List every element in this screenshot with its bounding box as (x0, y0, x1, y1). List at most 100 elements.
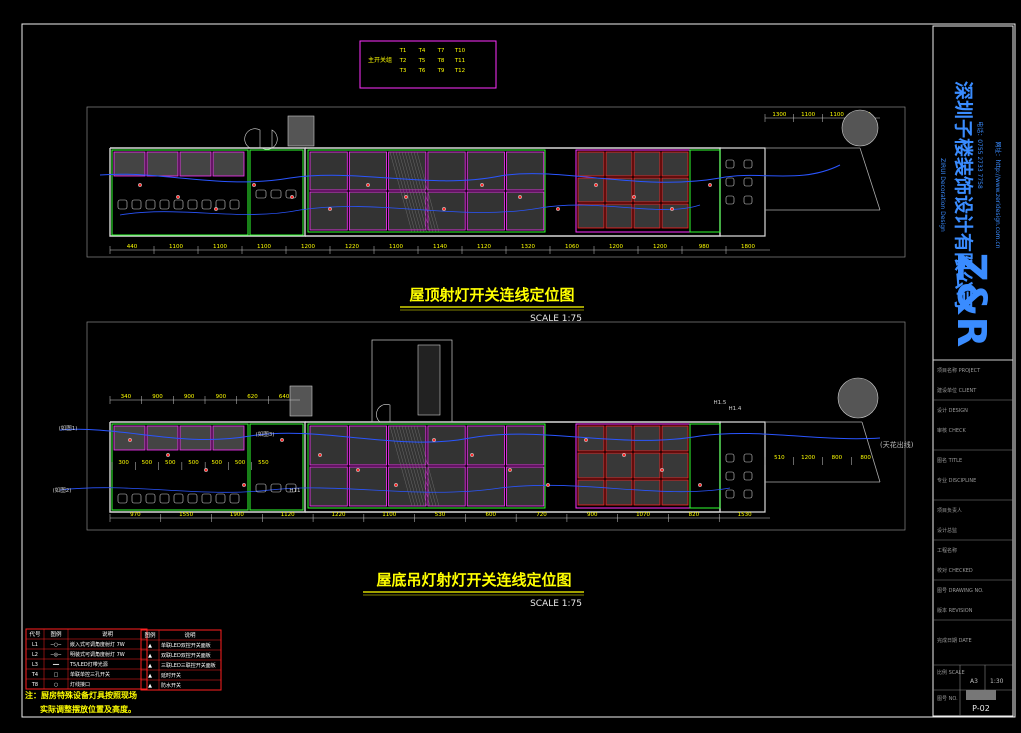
plan2-annotations: H1.5H1.4(如图1)(如图2)(如图3)H11 (53, 400, 742, 494)
lamp-marker (394, 483, 398, 487)
shaft-hatch (416, 425, 440, 507)
ceiling-panel (577, 151, 605, 177)
legend-cell: 双联LED双控开关面板 (161, 652, 211, 659)
dim-label: 1530 (738, 512, 752, 518)
switch-key-cell: T9 (437, 68, 445, 74)
lamp-marker (660, 468, 664, 472)
chair (201, 493, 212, 504)
dim-label: 900 (587, 512, 598, 518)
lamp-marker (366, 183, 370, 187)
shaft-hatch (401, 425, 425, 507)
shaft-hatch (407, 425, 431, 507)
lamp-marker (290, 195, 294, 199)
ceiling-panel (348, 466, 387, 507)
ceiling-panel (113, 151, 146, 177)
chair (725, 177, 735, 187)
svg-text:审核 CHECK: 审核 CHECK (937, 427, 966, 434)
dim-label: 530 (435, 512, 446, 518)
dim-label: 1140 (433, 244, 447, 250)
legend-cell: ─○─ (50, 642, 62, 648)
chair (743, 489, 753, 499)
svg-text:专业 DISCIPLINE: 专业 DISCIPLINE (937, 477, 976, 484)
switch-key-cell: T11 (454, 58, 465, 64)
ceiling-panel (605, 151, 633, 177)
svg-text:图号 NO.: 图号 NO. (937, 696, 958, 702)
shaft-hatch (398, 151, 422, 233)
chair (270, 189, 282, 199)
chair (131, 493, 142, 504)
legend-table-right: 图例说明▲单联LED双控开关面板▲双联LED双控开关面板▲三联LED三联控开关面… (140, 629, 222, 691)
shaft-hatch (416, 151, 440, 233)
chair (743, 453, 753, 463)
lamp-marker (584, 438, 588, 442)
dim-label: 820 (689, 512, 700, 518)
dim-label: 1220 (331, 512, 345, 518)
ceiling-panel (179, 425, 212, 451)
switch-key-cell: T1 (399, 48, 407, 54)
shaft-hatch (395, 425, 419, 507)
lamp-marker (318, 453, 322, 457)
legend-header: 说明 (184, 631, 196, 639)
switch-key-box (359, 40, 497, 89)
legend-cell: T5/LED灯带光源 (69, 661, 108, 668)
plan2-annotation: (如图2) (53, 486, 72, 494)
lamp-marker (698, 483, 702, 487)
chair (187, 199, 198, 210)
lamp-marker (508, 468, 512, 472)
shaft-hatch (410, 151, 434, 233)
ceiling-panel (661, 452, 689, 479)
dim-label: 800 (860, 455, 871, 461)
shaft-hatch (413, 151, 437, 233)
dim-label: 1300 (772, 112, 786, 118)
plan1-frame (86, 106, 906, 258)
legend-cell: ▲ (148, 643, 152, 649)
legend-cell: 单联LED双控开关面板 (161, 642, 211, 649)
svg-text:设计 DESIGN: 设计 DESIGN (937, 407, 968, 414)
lamp-marker (708, 183, 712, 187)
plan2-annotation: H1.5 (714, 400, 727, 406)
chair (145, 493, 156, 504)
svg-text:设计总监: 设计总监 (937, 527, 957, 534)
chair (173, 199, 184, 210)
ceiling-panel (633, 479, 661, 506)
company-name-cn: 深圳子楼装饰设计有限公司 (952, 81, 975, 309)
switch-key-cell: T12 (454, 68, 465, 74)
lamp-marker (404, 195, 408, 199)
ceiling-panel (661, 479, 689, 506)
dim-label: 510 (774, 455, 785, 461)
ceiling-panel (309, 191, 348, 231)
svg-text:完成日期 DATE: 完成日期 DATE (937, 637, 972, 644)
svg-text:图号 DRAWING NO.: 图号 DRAWING NO. (937, 588, 984, 594)
lamp-marker (128, 438, 132, 442)
ceiling-panel (577, 203, 605, 229)
shaft-hatch (407, 151, 431, 233)
legend-table-left: 代号图例说明L1─○─嵌入式可调角度射灯 7WL2─◎─明装式可调角度射灯 7W… (25, 628, 148, 690)
svg-text:工程名称: 工程名称 (937, 547, 957, 554)
lamp-marker (214, 207, 218, 211)
shaft-hatch (392, 425, 416, 507)
svg-text:建设单位 CLIENT: 建设单位 CLIENT (937, 387, 977, 394)
chair (215, 199, 226, 210)
dim-label: 1100 (830, 112, 844, 118)
ceiling-panel (605, 479, 633, 506)
legend-cell: L3 (32, 662, 38, 668)
chair (117, 493, 128, 504)
lamp-marker (670, 207, 674, 211)
plan1-scale: SCALE 1:75 (530, 314, 582, 324)
dim-label: 620 (247, 394, 258, 400)
dim-label: 980 (699, 244, 710, 250)
switch-key-cell: T3 (399, 68, 407, 74)
company-web: 网址：http://www.zeridesign.com.cn (994, 141, 1002, 248)
chair (743, 159, 753, 169)
dim-label: 1100 (257, 244, 271, 250)
note-line-1: 注：厨房特殊设备灯具按照现场 (25, 690, 137, 700)
dim-label: 1060 (565, 244, 579, 250)
legend-cell: ▲ (148, 663, 152, 669)
ceiling-panel (466, 151, 505, 191)
lamp-marker (138, 183, 142, 187)
